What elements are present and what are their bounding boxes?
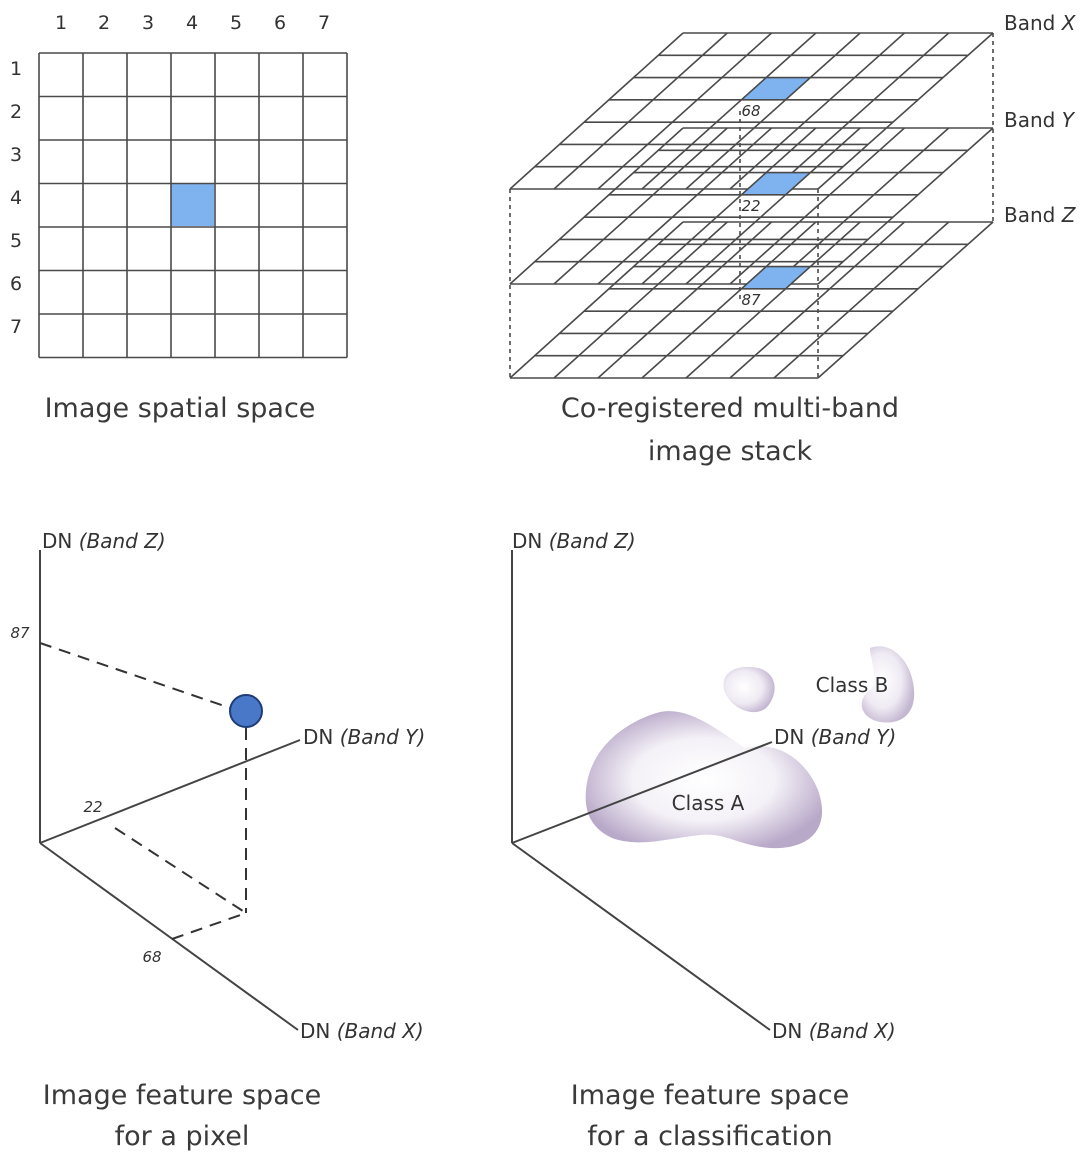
row-label: 6 <box>10 273 22 295</box>
band-label-z: Band Z <box>1004 203 1077 227</box>
y-axis <box>511 741 773 844</box>
band-label-x: Band X <box>1004 11 1077 35</box>
band-grid-column-line <box>817 32 994 190</box>
class-caption-line2: for a classification <box>587 1121 832 1152</box>
band-stack: Band X Band Y Band Z 68 22 87 Co-registe… <box>509 11 1077 467</box>
row-label: 7 <box>10 316 22 338</box>
band-grid-column-line <box>641 32 817 190</box>
axis-x-label: DN (Band X) <box>772 1019 896 1043</box>
column-label: 7 <box>318 12 330 34</box>
pixel-point <box>229 694 263 728</box>
band-grid-column-line <box>685 32 861 190</box>
band-grid-column-line <box>773 221 950 379</box>
column-label: 4 <box>186 12 198 34</box>
class-a-label: Class A <box>672 791 745 815</box>
column-label: 6 <box>274 12 286 34</box>
row-label: 2 <box>10 101 22 123</box>
class-b-label: Class B <box>816 673 889 697</box>
axis-z-label: DN (Band Z) <box>42 529 166 553</box>
row-label: 3 <box>10 144 22 166</box>
highlighted-pixel <box>171 184 214 226</box>
band-grid-column-line <box>597 32 773 190</box>
spatial-grid: 1 2 3 4 5 6 7 1 2 3 4 5 6 7 Image spatia… <box>10 12 348 424</box>
band-grid-column-line <box>509 127 684 285</box>
band-grid-column-line <box>553 32 728 190</box>
band-grid-column-line <box>817 127 994 285</box>
class-b-cluster <box>723 666 775 713</box>
tick-z-value: 87 <box>10 624 30 642</box>
pixel-caption-line1: Image feature space <box>43 1080 321 1111</box>
band-highlighted-cell <box>741 172 811 195</box>
band-grid-column-line <box>597 127 773 285</box>
band-layer <box>509 32 994 190</box>
stack-caption-line1: Co-registered multi-band <box>561 393 899 424</box>
row-label: 5 <box>10 230 22 252</box>
y-projection-line <box>114 827 247 914</box>
band-grid-column-line <box>553 127 728 285</box>
y-axis <box>39 739 301 844</box>
stack-caption-line2: image stack <box>648 436 813 467</box>
band-label-y: Band Y <box>1004 108 1076 132</box>
class-b-cluster-right <box>861 646 915 723</box>
class-caption-line1: Image feature space <box>571 1080 849 1111</box>
x-projection-line <box>171 912 247 940</box>
column-labels: 1 2 3 4 5 6 7 <box>55 12 330 34</box>
band-grid-column-line <box>685 127 861 285</box>
band-values: 68 22 87 <box>741 102 761 309</box>
x-axis <box>511 842 771 1031</box>
row-labels: 1 2 3 4 5 6 7 <box>10 58 22 338</box>
column-label: 1 <box>55 12 67 34</box>
row-label: 4 <box>10 187 22 209</box>
band-grid-column-line <box>509 32 684 190</box>
x-axis <box>39 842 299 1031</box>
band-layer <box>509 127 994 285</box>
band-grid-column-line <box>597 221 773 379</box>
band-highlighted-cell <box>741 266 811 289</box>
axis-y-label: DN (Band Y) <box>303 725 425 749</box>
band-grid-column-line <box>641 127 817 285</box>
band-grid-column-line <box>773 32 950 190</box>
band-grid-column-line <box>729 221 905 379</box>
column-label: 2 <box>98 12 110 34</box>
axis-y-label: DN (Band Y) <box>774 725 896 749</box>
column-label: 5 <box>230 12 242 34</box>
band-grid-column-line <box>553 221 728 379</box>
band-highlighted-cell <box>741 77 811 100</box>
tick-x-value: 68 <box>142 948 161 966</box>
band-grid-column-line <box>817 221 994 379</box>
band-grid-column-line <box>685 221 861 379</box>
band-grid-column-line <box>773 127 950 285</box>
class-feature-space: Class A Class B DN (Band Z) DN (Band Y) … <box>511 529 915 1152</box>
band-grid-column-line <box>509 221 684 379</box>
band-grid-column-line <box>729 32 905 190</box>
band-grid-column-line <box>641 221 817 379</box>
axis-x-label: DN (Band X) <box>300 1019 424 1043</box>
column-label: 3 <box>142 12 154 34</box>
axis-z-label: DN (Band Z) <box>512 529 636 553</box>
band-layer <box>509 221 994 379</box>
pixel-feature-space: 87 22 68 DN (Band Z) DN (Band Y) DN (Ban… <box>10 529 425 1152</box>
band-z-value: 87 <box>741 291 761 309</box>
band-y-value: 22 <box>741 197 760 215</box>
class-a-cluster <box>585 711 823 849</box>
band-x-value: 68 <box>741 102 760 120</box>
z-projection-line <box>39 642 237 711</box>
band-grid-column-line <box>729 127 905 285</box>
spatial-caption: Image spatial space <box>45 393 316 424</box>
tick-y-value: 22 <box>83 798 102 816</box>
pixel-caption-line2: for a pixel <box>115 1121 250 1152</box>
band-labels: Band X Band Y Band Z <box>1004 11 1077 227</box>
row-label: 1 <box>10 58 22 80</box>
